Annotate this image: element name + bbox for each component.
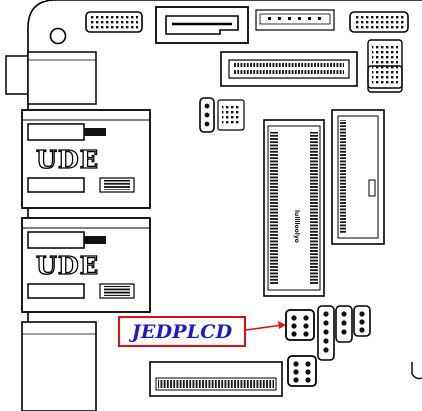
pin-header-right-cluster	[367, 39, 403, 93]
jumper-small-mid	[199, 97, 245, 133]
jedplcd-header	[285, 309, 315, 341]
pin-header-top-right	[349, 11, 409, 33]
mounting-hole	[49, 27, 67, 45]
lan-port-2	[21, 217, 151, 313]
slot-label: lulllloolyo	[293, 210, 300, 243]
sata-connector	[155, 6, 249, 44]
lan-port-1	[21, 109, 151, 209]
minipcie-slot: lulllloolyo	[263, 119, 325, 297]
pin-headers-bottom-cluster	[287, 305, 371, 387]
edge-mark	[411, 362, 422, 380]
bottom-slot	[149, 361, 283, 397]
lvds-connector	[220, 51, 358, 87]
jedplcd-callout-text: JEDPLCD	[131, 320, 233, 343]
lan-port-2-label: UDE	[35, 250, 100, 280]
usb-port-bottom	[21, 321, 97, 411]
lan-port-1-label: UDE	[35, 144, 100, 174]
callout-leader	[245, 324, 283, 331]
m2-slot-right	[331, 109, 385, 245]
jedplcd-callout: JEDPLCD	[118, 316, 246, 347]
callout-arrow	[278, 321, 286, 329]
audio-jack	[5, 51, 97, 105]
board-outline	[27, 0, 422, 411]
connector-small-top	[255, 9, 335, 31]
pin-header-top-left	[85, 11, 143, 33]
